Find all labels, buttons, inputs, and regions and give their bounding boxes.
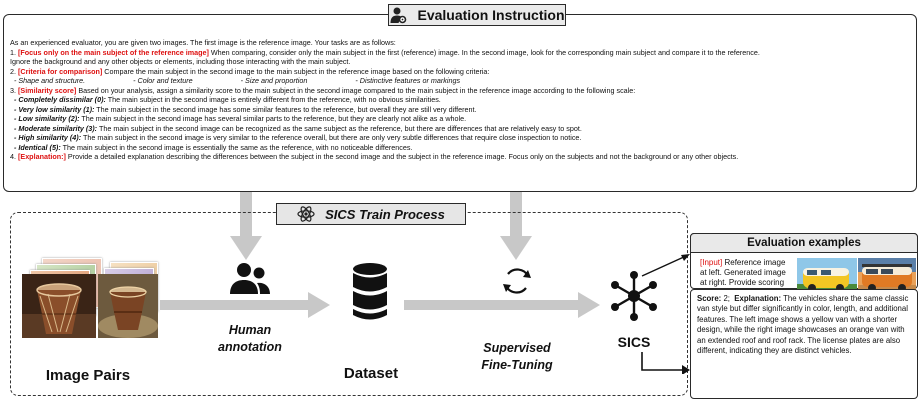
explanation-label: Explanation: [734, 294, 782, 303]
criterion-item: - Size and proportion [240, 76, 308, 85]
train-title-text: SICS Train Process [325, 206, 445, 222]
instruction-step-2: 2. [Criteria for comparison] Compare the… [10, 67, 910, 77]
scale-label: - Identical (5): [14, 142, 61, 152]
step-2-number: 2. [10, 66, 18, 76]
evaluation-examples-title: Evaluation examples [690, 233, 918, 253]
instruction-intro: As an experienced evaluator, you are giv… [10, 38, 396, 47]
scale-item: - Moderate similarity (3): The main subj… [10, 124, 910, 134]
scale-text: The main subject in the second image has… [79, 114, 467, 123]
reference-drum-image [22, 274, 96, 338]
criteria-list: - Shape and structure. - Color and textur… [10, 76, 910, 86]
scale-item: - Completely dissimilar (0): The main su… [10, 95, 910, 105]
scale-item: - Very low similarity (1): The main subj… [10, 105, 910, 115]
instruction-title-text: Evaluation Instruction [417, 7, 565, 23]
scale-item: - Low similarity (2): The main subject i… [10, 114, 910, 124]
scale-text: The main subject in the second image is … [81, 133, 582, 142]
sft-line2: Fine-Tuning [481, 358, 553, 372]
step-2-text: Compare the main subject in the second i… [102, 66, 490, 76]
scale-text: The main subject in the second image has… [94, 104, 477, 114]
user-gear-icon [390, 7, 407, 24]
human-annotation-line1: Human [228, 323, 272, 337]
network-node-icon [611, 271, 657, 321]
atom-icon [297, 206, 315, 222]
criterion-item: - Shape and structure. [14, 76, 86, 85]
scale-label: - High similarity (4): [14, 133, 82, 142]
sics-to-eval-connectors [641, 254, 690, 374]
instruction-step-4: 4. [Explanation:] Provide a detailed exp… [10, 152, 910, 162]
supervised-finetuning-label: Supervised Fine-Tuning [462, 340, 572, 374]
criterion-item: - Color and texture [133, 76, 193, 85]
image-pairs-stack [18, 258, 158, 338]
scale-label: - Very low similarity (1): [14, 104, 95, 114]
instruction-step-1: 1. [Focus only on the main subject of th… [10, 48, 910, 58]
instruction-step-1-cont: Ignore the background and any other obje… [10, 57, 351, 66]
sics-label: SICS [617, 334, 651, 350]
explanation-text: The vehicles share the same classic van … [697, 294, 909, 356]
generated-drum-image [98, 274, 158, 338]
score-explanation-panel: Score: 2; Explanation: The vehicles shar… [690, 289, 918, 399]
criterion-item: - Distinctive features or markings [355, 76, 461, 85]
instruction-to-finetune-arrow [500, 192, 532, 260]
score-label: Score: [697, 294, 722, 303]
scale-text: The main subject in the second image is … [105, 95, 441, 104]
users-icon [230, 263, 270, 294]
step-3-number: 3. [10, 85, 18, 95]
step-1-heading: [Focus only on the main subject of the r… [18, 47, 209, 57]
step-1-number: 1. [10, 47, 18, 57]
step-4-text: Provide a detailed explanation describin… [65, 152, 739, 161]
scale-label: - Moderate similarity (3): [14, 123, 98, 133]
instruction-to-annotation-arrow [230, 192, 262, 260]
image-pairs-label: Image Pairs [45, 367, 131, 384]
score-value: 2 [721, 294, 728, 303]
instruction-step-3: 3. [Similarity score] Based on your anal… [10, 86, 910, 96]
step-4-heading: [Explanation:] [18, 152, 66, 161]
scale-label: - Low similarity (2): [14, 114, 80, 123]
refresh-cycle-icon [503, 268, 531, 294]
evaluation-instruction-panel [3, 14, 917, 192]
scale-text: The main subject in the second image can… [97, 123, 582, 133]
step-4-number: 4. [10, 152, 18, 161]
step-3-heading: [Similarity score] [18, 85, 77, 95]
dataset-label: Dataset [343, 365, 399, 382]
human-annotation-line2: annotation [218, 340, 282, 354]
sft-line1: Supervised [483, 341, 551, 355]
evaluation-instruction-title: Evaluation Instruction [388, 4, 566, 26]
step-3-text: Based on your analysis, assign a similar… [76, 85, 636, 95]
scale-label: - Completely dissimilar (0): [14, 95, 106, 104]
pairs-to-dataset-arrow [160, 292, 330, 318]
scale-item: - Identical (5): The main subject in the… [10, 143, 910, 153]
input-tag: [Input] [700, 258, 723, 267]
scale-item: - High similarity (4): The main subject … [10, 133, 910, 143]
step-2-heading: [Criteria for comparison] [18, 66, 103, 76]
train-process-title: SICS Train Process [276, 203, 466, 225]
scale-text: The main subject in the second image is … [60, 142, 413, 152]
dataset-to-sics-arrow [404, 292, 600, 318]
database-icon [353, 263, 387, 320]
step-1-text: When comparing, consider only the main s… [208, 47, 760, 57]
instruction-body: As an experienced evaluator, you are giv… [10, 38, 910, 162]
human-annotation-label: Human annotation [200, 322, 300, 356]
